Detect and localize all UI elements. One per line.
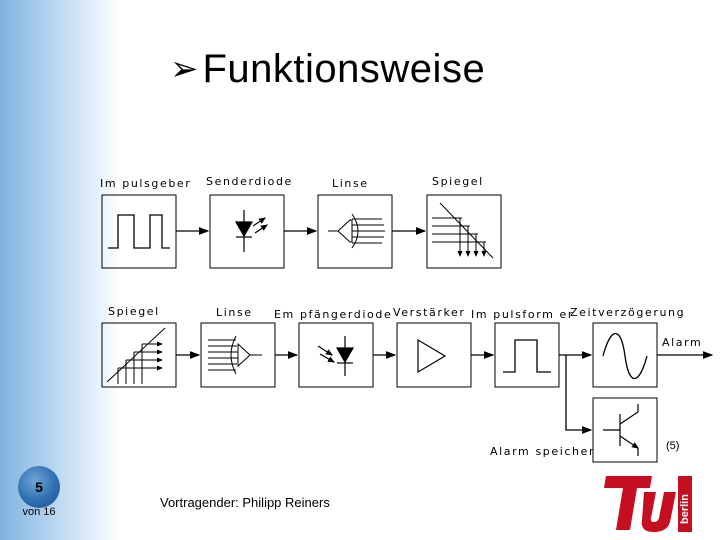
label-empfaengerdiode: Em pfängerdiode [274, 308, 393, 321]
logo-text: berlin [679, 494, 691, 524]
presenter-name: Vortragender: Philipp Reiners [160, 495, 330, 510]
label-senderdiode: Senderdiode [206, 175, 293, 188]
label-impulsgeber: Im pulsgeber [100, 177, 192, 190]
block-alarmspeicher [592, 397, 658, 463]
label-alarmspeicher: Alarm speicher [490, 445, 596, 458]
label-impulsformer: Im pulsform er [471, 308, 575, 321]
page-reference: (5) [666, 440, 680, 452]
label-alarm: Alarm [662, 336, 703, 349]
arrow-bullet-icon: ➢ [170, 49, 199, 89]
led-emitter-icon [234, 210, 268, 252]
photodiode-icon [317, 336, 355, 376]
label-spiegel-2: Spiegel [108, 305, 160, 318]
block-impulsgeber [101, 194, 177, 269]
lens-icon [208, 335, 262, 375]
block-verstaerker [396, 322, 472, 388]
amplifier-icon [417, 338, 447, 374]
pulse-icon [503, 339, 551, 373]
square-wave-icon [108, 214, 170, 249]
block-impulsformer [494, 322, 560, 388]
slide-number-badge: 5 [18, 466, 60, 508]
slide-title: ➢ Funktionsweise [170, 44, 485, 94]
mirror-reflect-icon [106, 327, 166, 384]
tu-berlin-logo-icon: berlin [604, 476, 692, 532]
block-spiegel-1 [426, 194, 502, 269]
mirror-reflect-icon [432, 202, 494, 259]
lens-icon [328, 213, 385, 249]
slide-title-text: Funktionsweise [202, 47, 486, 91]
slide-total: von 16 [22, 506, 56, 518]
block-spiegel-2 [101, 322, 177, 388]
sine-wave-icon [602, 333, 648, 379]
label-verstaerker: Verstärker [393, 306, 466, 319]
side-gradient-bar [0, 0, 120, 540]
label-linse-2: Linse [216, 306, 253, 319]
label-linse-1: Linse [332, 177, 369, 190]
transistor-icon [603, 404, 639, 456]
label-spiegel-1: Spiegel [432, 175, 484, 188]
label-zeitverzoegerung: Zeitverzögerung [570, 306, 686, 319]
block-empfaengerdiode [298, 322, 374, 388]
